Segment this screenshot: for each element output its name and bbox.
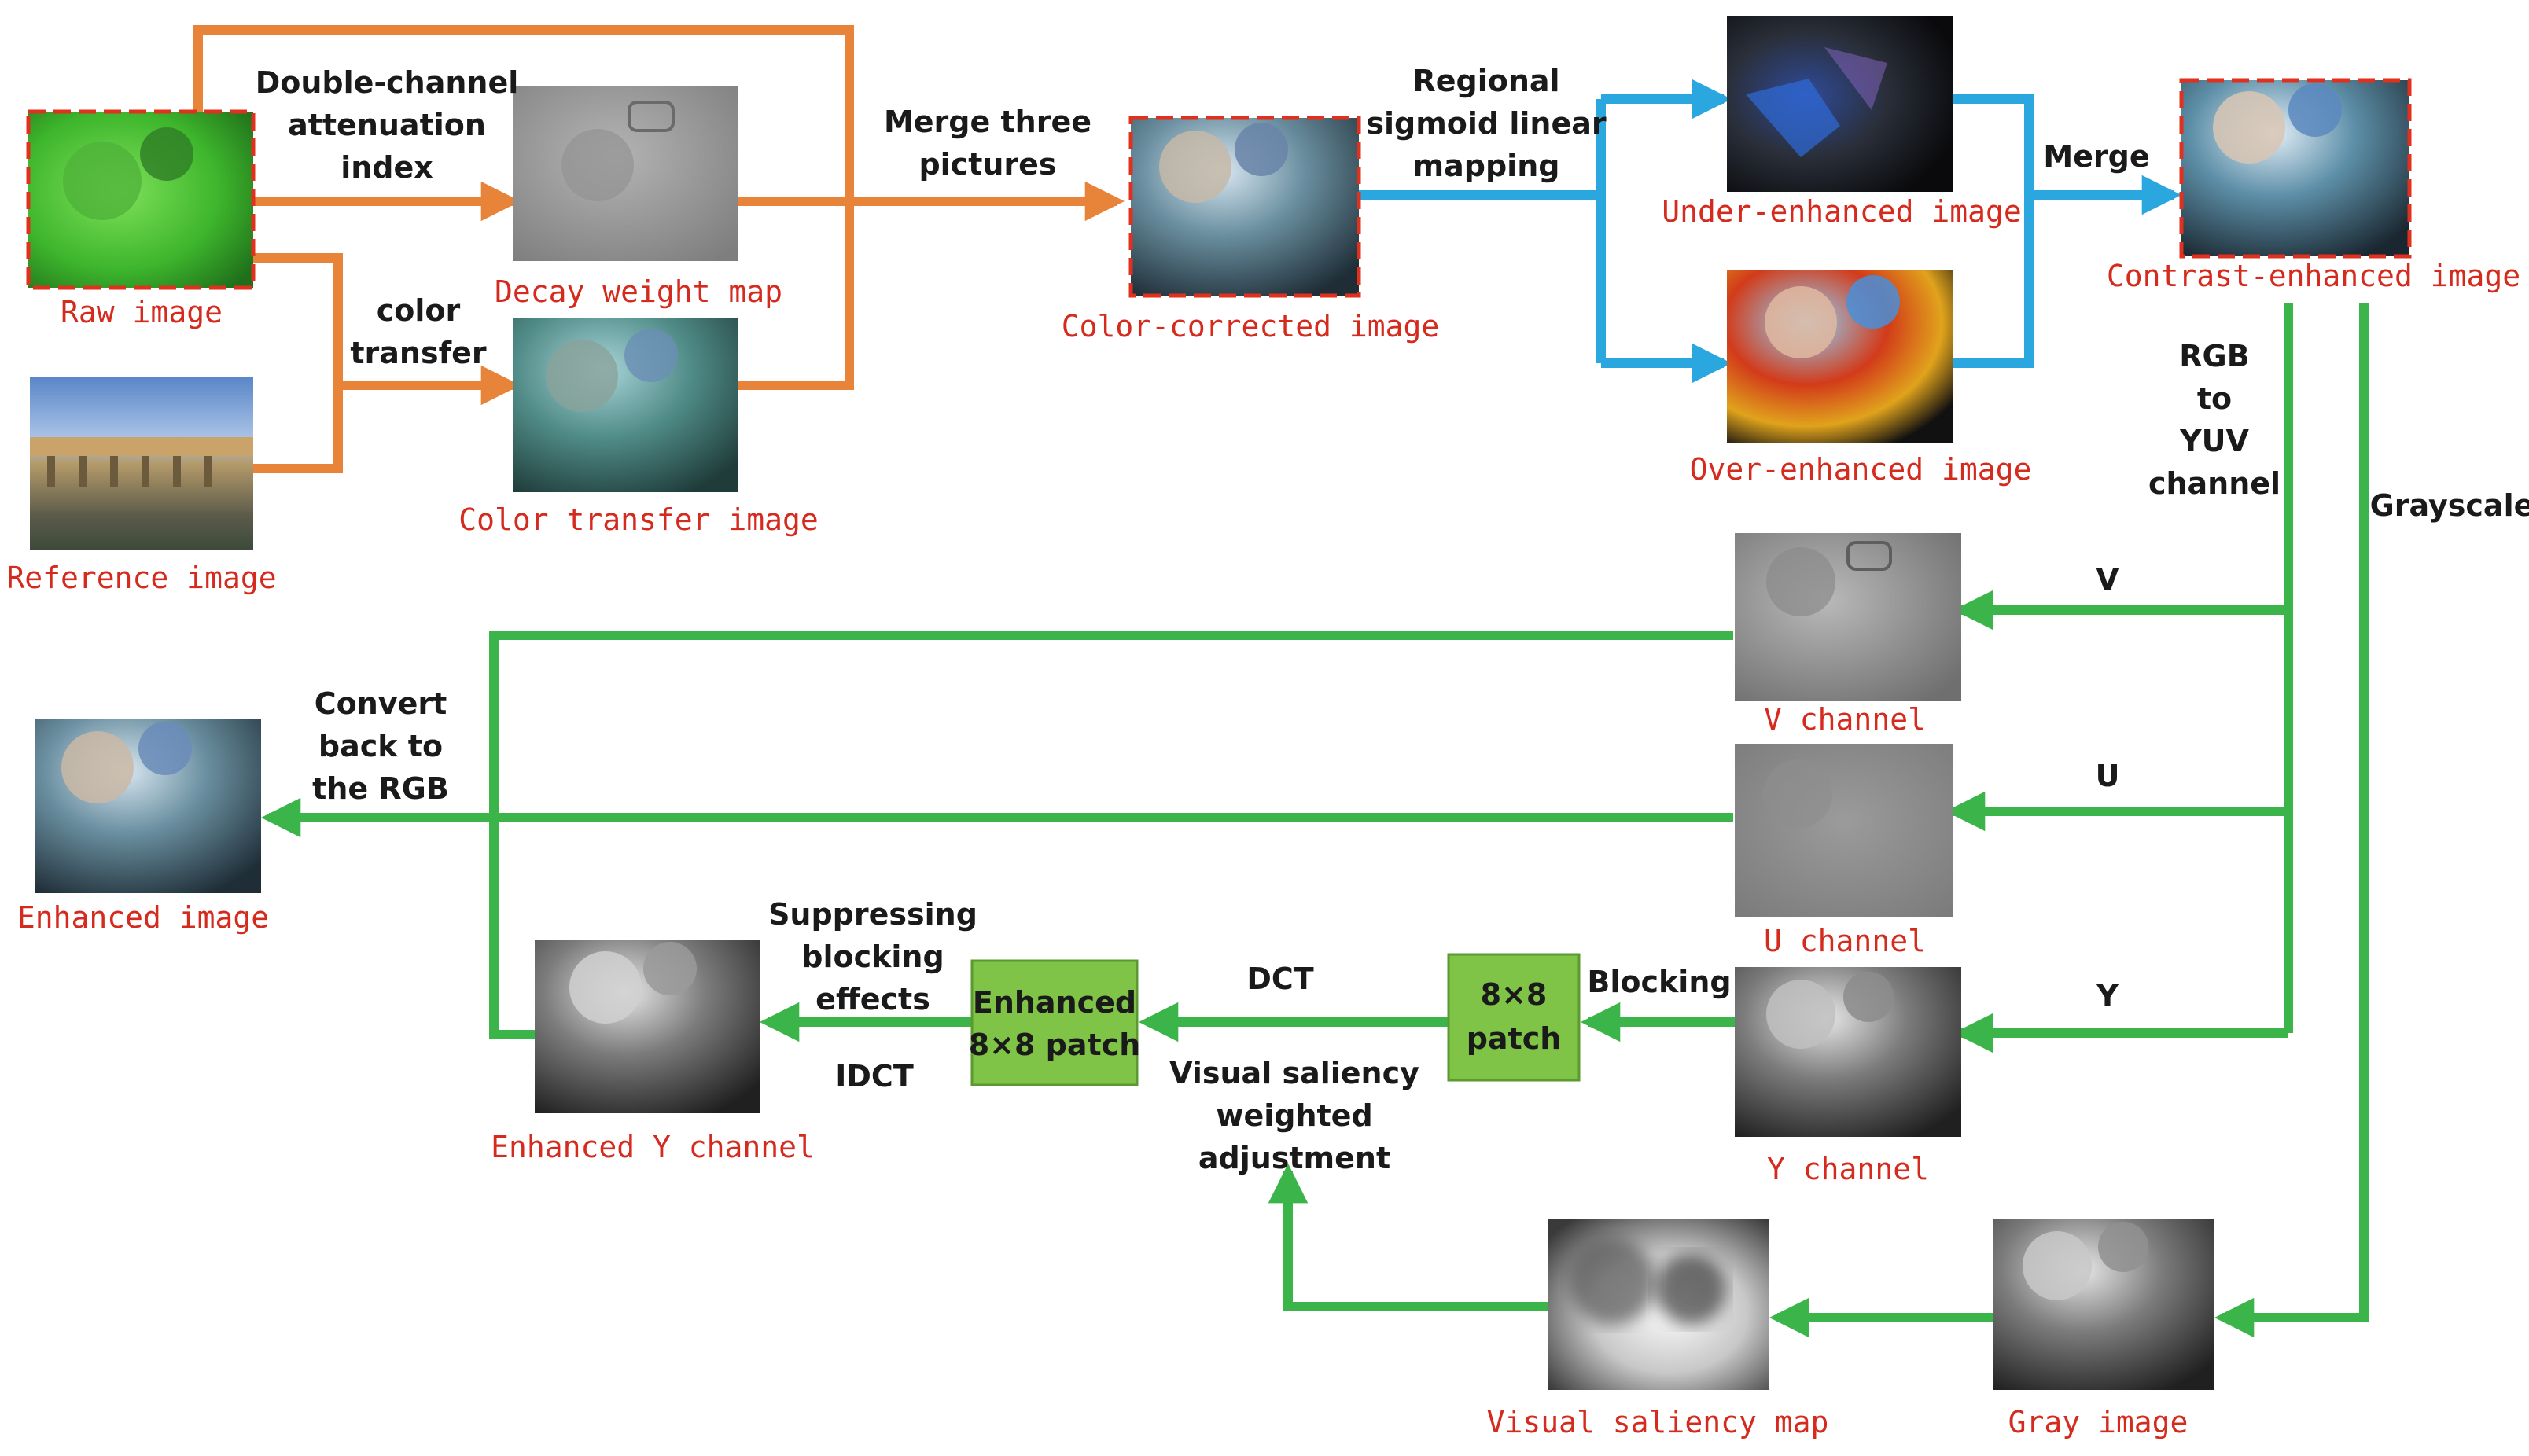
reference-image: [30, 377, 253, 550]
flow-saliency-to-weight: [1268, 1163, 1548, 1311]
patch-box: 8×8 patch: [1447, 953, 1581, 1082]
step-suppressing-1: Suppressing: [768, 897, 977, 932]
step-convert-back-2: back to: [318, 729, 443, 763]
caption-reference-image: Reference image: [6, 561, 276, 595]
caption-y-channel: Y channel: [1767, 1152, 1929, 1186]
decay-weight-map: [513, 86, 738, 261]
v-channel-image: [1735, 533, 1961, 701]
caption-v-channel: V channel: [1764, 702, 1926, 737]
caption-over-enhanced-image: Over-enhanced image: [1690, 452, 2032, 487]
step-dct: DCT: [1246, 961, 1313, 996]
step-blocking: Blocking: [1587, 965, 1731, 999]
caption-decay-weight-map: Decay weight map: [495, 274, 782, 309]
flow-grayscale-trunk: [2214, 303, 2369, 1338]
patch-box-line-2: patch: [1467, 1021, 1562, 1056]
step-regional-sigmoid-1: Regional: [1412, 64, 1559, 98]
enhanced-patch-box: Enhanced 8×8 patch: [969, 959, 1141, 1086]
caption-enhanced-y-channel: Enhanced Y channel: [491, 1130, 815, 1164]
step-convert-back-3: the RGB: [312, 771, 449, 806]
flow-v-to-enhancedy: [489, 631, 1733, 1039]
color-corrected-image: [1128, 116, 1361, 298]
step-v: V: [2096, 562, 2119, 597]
flow-raw-top-loop: [193, 25, 854, 203]
step-rgb-to-yuv-3: YUV: [2179, 424, 2249, 458]
step-y: Y: [2096, 979, 2119, 1013]
caption-under-enhanced-image: Under-enhanced image: [1662, 194, 2022, 229]
caption-color-transfer-image: Color transfer image: [458, 502, 819, 537]
flow-raw-to-split: [253, 253, 343, 473]
step-saliency-weighted-1: Visual saliency: [1169, 1056, 1419, 1090]
step-color-transfer-1: color: [377, 293, 461, 328]
caption-gray-image: Gray image: [2008, 1405, 2188, 1439]
step-suppressing-2: blocking: [801, 939, 944, 974]
gray-image: [1993, 1219, 2214, 1390]
caption-u-channel: U channel: [1764, 924, 1926, 958]
step-merge-three-1: Merge three: [884, 105, 1091, 139]
step-convert-back-1: Convert: [315, 686, 447, 721]
u-channel-image: [1735, 744, 1953, 917]
step-grayscale: Grayscale: [2370, 488, 2529, 523]
enhanced-patch-box-line-1: Enhanced: [973, 985, 1136, 1020]
visual-saliency-map: [1548, 1219, 1769, 1390]
caption-enhanced-image: Enhanced image: [17, 900, 269, 935]
step-double-channel-2: attenuation: [288, 108, 486, 142]
contrast-enhanced-image: [2179, 78, 2412, 259]
step-merge: Merge: [2043, 139, 2149, 174]
step-double-channel-3: index: [341, 150, 433, 185]
enhanced-patch-box-line-2: 8×8 patch: [969, 1028, 1141, 1062]
step-double-channel-1: Double-channel: [256, 65, 519, 100]
step-regional-sigmoid-3: mapping: [1413, 149, 1560, 183]
enhanced-y-channel-image: [535, 940, 760, 1113]
color-transfer-image: [513, 318, 738, 492]
step-rgb-to-yuv-2: to: [2197, 381, 2232, 416]
raw-image: [26, 109, 256, 290]
enhanced-image: [35, 719, 261, 893]
image-captions: Raw image Reference image Decay weight m…: [6, 194, 2520, 1439]
step-suppressing-3: effects: [815, 982, 930, 1017]
step-regional-sigmoid-2: sigmoid linear: [1366, 106, 1607, 141]
caption-color-corrected-image: Color-corrected image: [1062, 309, 1439, 344]
patch-box-line-1: 8×8: [1481, 977, 1548, 1012]
step-rgb-to-yuv-1: RGB: [2179, 339, 2249, 373]
step-saliency-weighted-3: adjustment: [1198, 1141, 1390, 1175]
step-saliency-weighted-2: weighted: [1216, 1098, 1372, 1133]
step-u: U: [2096, 759, 2120, 793]
step-color-transfer-2: transfer: [350, 336, 487, 370]
caption-visual-saliency-map: Visual saliency map: [1487, 1405, 1829, 1439]
under-enhanced-image: [1727, 16, 1953, 192]
caption-raw-image: Raw image: [61, 295, 223, 329]
over-enhanced-image: [1727, 270, 1953, 443]
step-labels: Double-channel attenuation index color t…: [256, 64, 2529, 1175]
step-idct: IDCT: [835, 1059, 914, 1094]
y-channel-image: [1735, 967, 1961, 1137]
flow-transfer-to-merge: [738, 201, 854, 390]
caption-contrast-enhanced-image: Contrast-enhanced image: [2107, 259, 2520, 293]
step-rgb-to-yuv-4: channel: [2148, 466, 2281, 501]
flow-under-to-merge: [1953, 94, 2034, 368]
step-merge-three-2: pictures: [918, 147, 1056, 182]
